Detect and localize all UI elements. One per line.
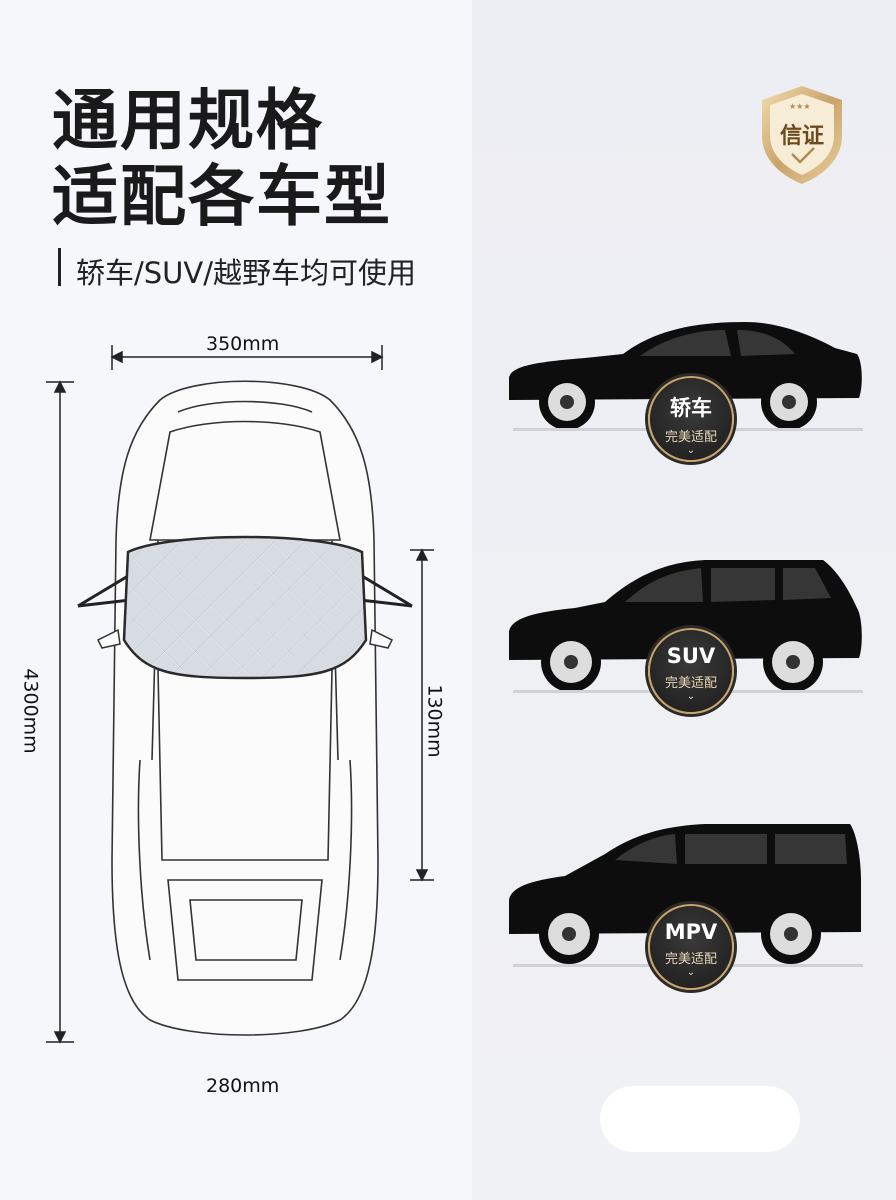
dim-bottom-width: 280mm — [206, 1075, 280, 1097]
vehicle-type-label: SUV — [666, 644, 716, 668]
car-top-view-drawing — [46, 345, 434, 1044]
svg-text:★★★: ★★★ — [789, 102, 811, 111]
vehicle-type-label: MPV — [664, 920, 718, 944]
subtitle-bar — [58, 248, 61, 286]
subtitle: 轿车/SUV/越野车均可使用 — [76, 256, 417, 290]
chevron-down-icon: ⌄ — [686, 691, 696, 702]
badge-text: 信证 — [779, 124, 824, 149]
suv-silhouette-icon — [509, 560, 863, 693]
headline-line1: 通用规格 — [52, 82, 324, 159]
windshield-cover — [122, 535, 368, 680]
vehicle-tag-sedan: 轿车 完美适配 ⌄ — [648, 376, 734, 462]
vehicle-fit-label: 完美适配 — [664, 676, 717, 691]
vehicle-type-label: 轿车 — [670, 396, 712, 420]
mpv-silhouette-icon — [509, 824, 863, 967]
sedan-silhouette-icon — [509, 322, 863, 431]
blank-pill — [600, 1086, 800, 1152]
vehicle-fit-label: 完美适配 — [664, 952, 717, 967]
chevron-down-icon: ⌄ — [686, 445, 696, 456]
vehicle-tag-mpv: MPV 完美适配 ⌄ — [648, 904, 734, 990]
chevron-down-icon: ⌄ — [686, 967, 696, 978]
vehicle-tag-suv: SUV 完美适配 ⌄ — [648, 628, 734, 714]
headline-line2: 适配各车型 — [52, 158, 392, 235]
shield-badge-icon: ★★★ 信证 — [756, 82, 848, 186]
dim-length: 4300mm — [19, 668, 42, 754]
vehicle-fit-label: 完美适配 — [664, 430, 717, 445]
dim-top-width: 350mm — [206, 333, 280, 355]
